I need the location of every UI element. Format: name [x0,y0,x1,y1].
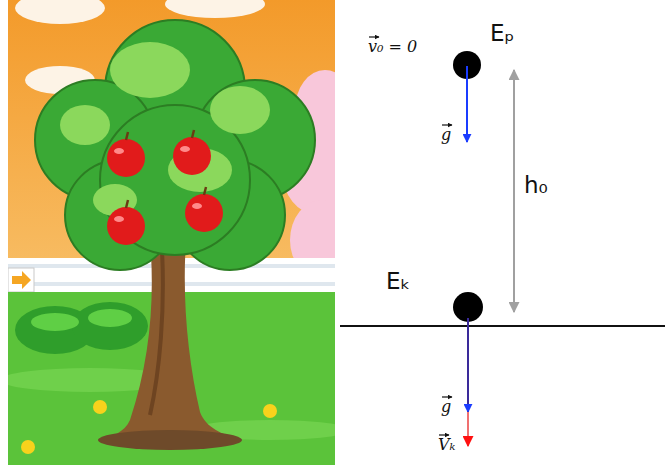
flower [93,400,107,414]
sign-arrow [12,271,31,289]
flower [21,400,277,454]
vector-symbol: g [441,126,451,144]
canopy-highlight [210,86,270,134]
velocity-arrow [467,412,469,446]
ground-line [340,325,665,327]
flower [263,404,277,418]
apple [173,137,211,175]
bush-highlight [31,313,79,331]
apple [204,187,206,195]
bush [15,302,148,354]
gravity-arrow [467,318,469,412]
apple [192,130,194,138]
vector-symbol: Vₖ [438,436,455,454]
sign-arrow [8,268,34,292]
canopy-highlight [110,42,190,98]
apple [185,187,223,232]
apple [126,200,128,208]
canopy-highlight [60,105,110,145]
height-arrow [513,70,515,312]
cloud [165,0,265,18]
apple [192,203,202,209]
apple [107,132,145,177]
apple [107,130,223,245]
bush [72,302,148,350]
bush-highlight [88,309,132,327]
apple [107,139,145,177]
tree-canopy [35,20,315,270]
apple [114,148,124,154]
apple [185,194,223,232]
apple [126,132,128,140]
gravity-arrow [466,66,468,142]
vector-symbol: v₀ = 0 [368,38,417,56]
apple [180,146,190,152]
vector-symbol: g [441,398,451,416]
bush-highlight [31,309,132,331]
tree-trunk [98,430,242,450]
tree-trunk [150,250,163,415]
quantity-label: Eₚ [490,20,514,46]
sky [8,0,335,465]
apple [114,216,124,222]
apple-tree-illustration [8,0,335,465]
flower [21,440,35,454]
vector-marks [369,37,452,435]
sign-arrow [8,268,34,292]
quantity-label: h₀ [524,172,548,198]
canopy-highlight [60,42,270,216]
apple [173,130,211,175]
ball-bottom [453,292,483,322]
quantity-label: Eₖ [386,268,410,294]
apple [107,200,145,245]
tree-trunk [98,240,242,450]
apple [107,207,145,245]
free-fall-figure [340,37,665,446]
cloud [15,0,105,24]
